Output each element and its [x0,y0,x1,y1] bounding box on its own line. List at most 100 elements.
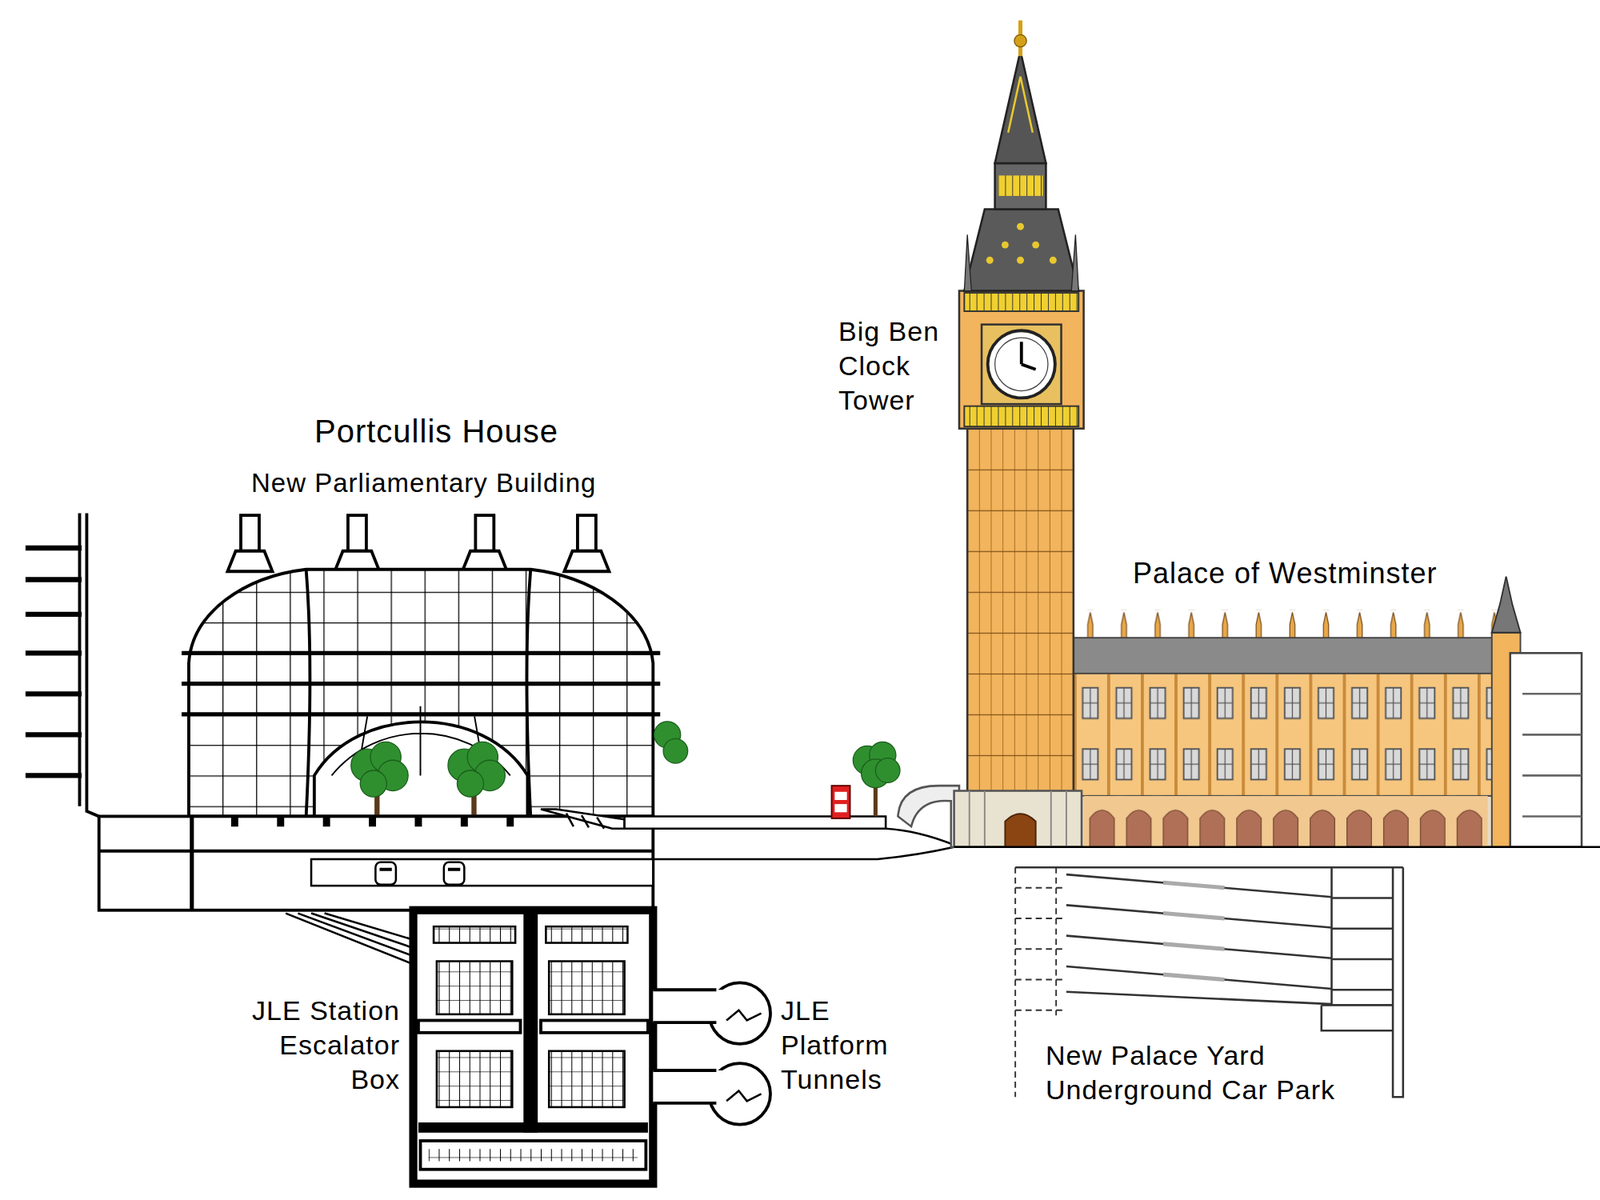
passage [652,989,716,1023]
building-body [188,569,653,817]
platform-edge [726,1091,761,1102]
road [885,828,954,845]
building-label: Palace of Westminster [1132,556,1437,591]
building-subtitle: New Parliamentary Building [251,467,596,500]
gold-dot [1016,223,1024,231]
palace-base [1073,796,1508,848]
car-park-roof [1015,866,1404,869]
neighbour-building [25,513,100,817]
side-building [1510,652,1582,847]
car-park-ledge [1321,1004,1393,1031]
clock-ring [995,337,1048,391]
escalator-box [413,910,654,1184]
escalator-flight [548,961,624,1015]
clock-surround [981,324,1061,404]
central-wall [523,910,538,1133]
basement-wall [189,816,194,910]
clock-stage [959,291,1084,429]
tree-crown [360,770,387,797]
ground-line [954,845,1600,848]
station-entrance [540,808,625,828]
finial-orb [1014,34,1027,47]
platform-tunnels [652,982,771,1124]
side-floors [1522,693,1582,816]
gate-window [379,868,460,872]
ramp [1066,874,1332,1004]
tower-label: Big Ben Clock Tower [838,314,959,418]
chimney [577,515,596,552]
tunnel-mask [652,1070,724,1104]
station-structure [99,816,654,1184]
ground-line [652,847,954,860]
car-park-label: New Palace Yard Underground Car Park [1045,1038,1366,1108]
chimney-base [564,551,609,572]
tower-roof [964,208,1079,291]
spire [995,51,1047,164]
entrance-steps [566,813,604,829]
tree-crown [875,758,900,784]
basement-slab [99,849,654,853]
escalator-flight [548,1051,624,1108]
chimneys [227,515,609,572]
chimney [475,515,494,552]
box-window [834,804,847,812]
tower-base [954,791,1082,848]
roof-ornaments [986,223,1057,264]
palace-of-westminster [1073,576,1582,848]
base-joints [969,791,1067,848]
concourse [311,859,653,886]
escalator-flight [436,1051,512,1108]
gate-arch [897,785,960,848]
escalator-flight [436,961,512,1015]
basement [99,816,654,910]
tunnel-label: JLE Platform Tunnels [780,993,901,1097]
escalator [285,913,413,965]
lower-concourse [420,1140,647,1170]
tower-edge [306,569,532,817]
upper-gallery [964,292,1079,312]
tree-crown [456,770,484,797]
tree [654,721,688,764]
building-title: Portcullis House [314,412,559,451]
floor-band [181,652,660,715]
car-park-wall [1332,867,1404,1097]
tunnel-mask [652,989,724,1023]
lower-slab [418,1122,648,1133]
building-edge [79,513,99,817]
tree [448,741,505,816]
palace-arcade [1084,796,1488,848]
tree [351,741,408,816]
ticket-gate [444,862,465,885]
palace-roof [1073,637,1506,675]
lower-gallery [964,406,1079,428]
palace-facade [1073,673,1508,796]
gold-dot [986,256,994,264]
tower-shaft [967,428,1074,796]
lower-grid [428,1148,638,1161]
clock-face [988,330,1056,398]
ticket-gate [375,862,396,885]
tree [852,741,900,816]
tree-crown [663,738,688,764]
column-head [234,816,510,827]
belfry [995,163,1047,209]
red-box [832,785,851,819]
platform-edge [726,1010,761,1021]
floor-slab [25,548,82,776]
top-band [433,926,516,943]
station-label: JLE Station Escalator Box [236,993,400,1097]
box-window [834,792,847,800]
chimney [348,515,367,552]
tower-door [1004,813,1036,847]
clock-tower [954,20,1084,848]
chimney [240,515,260,552]
ramp-shade [1163,882,1225,980]
gold-dot [1032,241,1040,249]
car-park-floor [1332,897,1394,990]
portcullis-house [181,515,688,816]
corner-spire [1492,576,1521,633]
landing [418,1020,521,1033]
spire-gilding [1008,76,1033,133]
passage [652,1070,716,1104]
